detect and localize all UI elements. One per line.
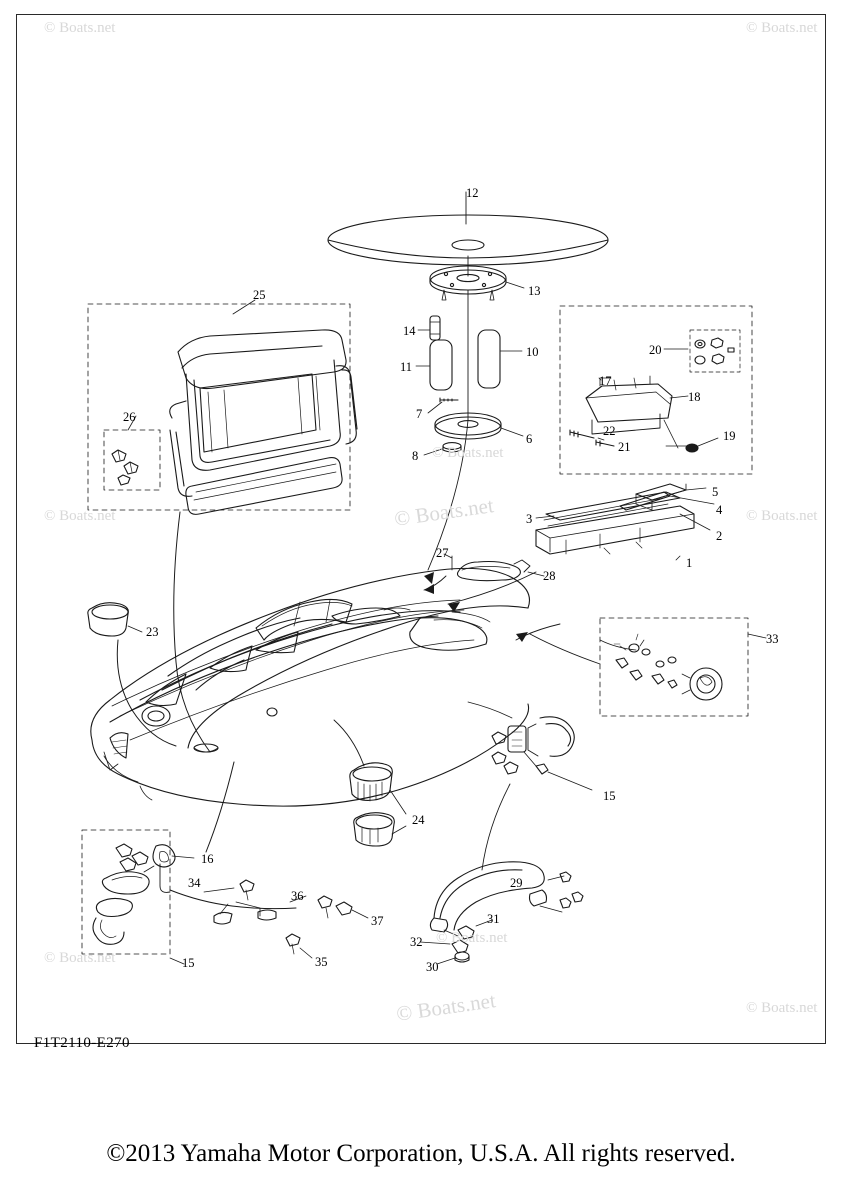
copyright-notice: ©2013 Yamaha Motor Corporation, U.S.A. A… <box>106 1140 736 1167</box>
callout-17: 17 <box>599 374 612 388</box>
callout-22: 22 <box>603 424 616 438</box>
callout-32: 32 <box>410 935 423 949</box>
callout-18: 18 <box>688 390 701 404</box>
callout-27: 27 <box>436 546 449 560</box>
callout-31: 31 <box>487 912 500 926</box>
callout-10: 10 <box>526 345 539 359</box>
watermark: © Boats.net <box>44 508 116 524</box>
callout-16: 16 <box>201 852 214 866</box>
callout-11: 11 <box>400 360 413 374</box>
callout-14: 14 <box>403 324 416 338</box>
watermark: © Boats.net <box>746 508 818 524</box>
callout-21: 21 <box>618 440 631 454</box>
callout-15-left: 15 <box>182 956 195 970</box>
watermark: © Boats.net <box>746 20 818 36</box>
callout-15-right: 15 <box>603 789 616 803</box>
callout-6: 6 <box>526 432 533 446</box>
callout-7: 7 <box>416 407 423 421</box>
callout-34: 34 <box>188 876 201 890</box>
callout-20: 20 <box>649 343 662 357</box>
watermark: © Boats.net <box>746 1000 818 1016</box>
callout-25: 25 <box>253 288 266 302</box>
watermark: © Boats.net <box>432 445 504 461</box>
watermark: © Boats.net <box>44 950 116 966</box>
callout-1: 1 <box>686 556 693 570</box>
callout-30: 30 <box>426 960 439 974</box>
callout-35: 35 <box>315 955 328 969</box>
diagram-border <box>16 14 826 1044</box>
callout-3: 3 <box>526 512 533 526</box>
callout-33: 33 <box>766 632 779 646</box>
callout-4: 4 <box>716 503 723 517</box>
watermark: © Boats.net <box>436 930 508 946</box>
callout-8: 8 <box>412 449 419 463</box>
callout-13: 13 <box>528 284 541 298</box>
callout-24: 24 <box>412 813 425 827</box>
callout-12: 12 <box>466 186 479 200</box>
callout-2: 2 <box>716 529 723 543</box>
callout-28: 28 <box>543 569 556 583</box>
callout-19: 19 <box>723 429 736 443</box>
callout-26: 26 <box>123 410 136 424</box>
callout-29: 29 <box>510 876 523 890</box>
callout-37: 37 <box>371 914 384 928</box>
callout-5: 5 <box>712 485 719 499</box>
diagram-part-number: F1T2110-E270 <box>34 1035 130 1051</box>
watermark: © Boats.net <box>44 20 116 36</box>
callout-36: 36 <box>291 889 304 903</box>
callout-23: 23 <box>146 625 159 639</box>
